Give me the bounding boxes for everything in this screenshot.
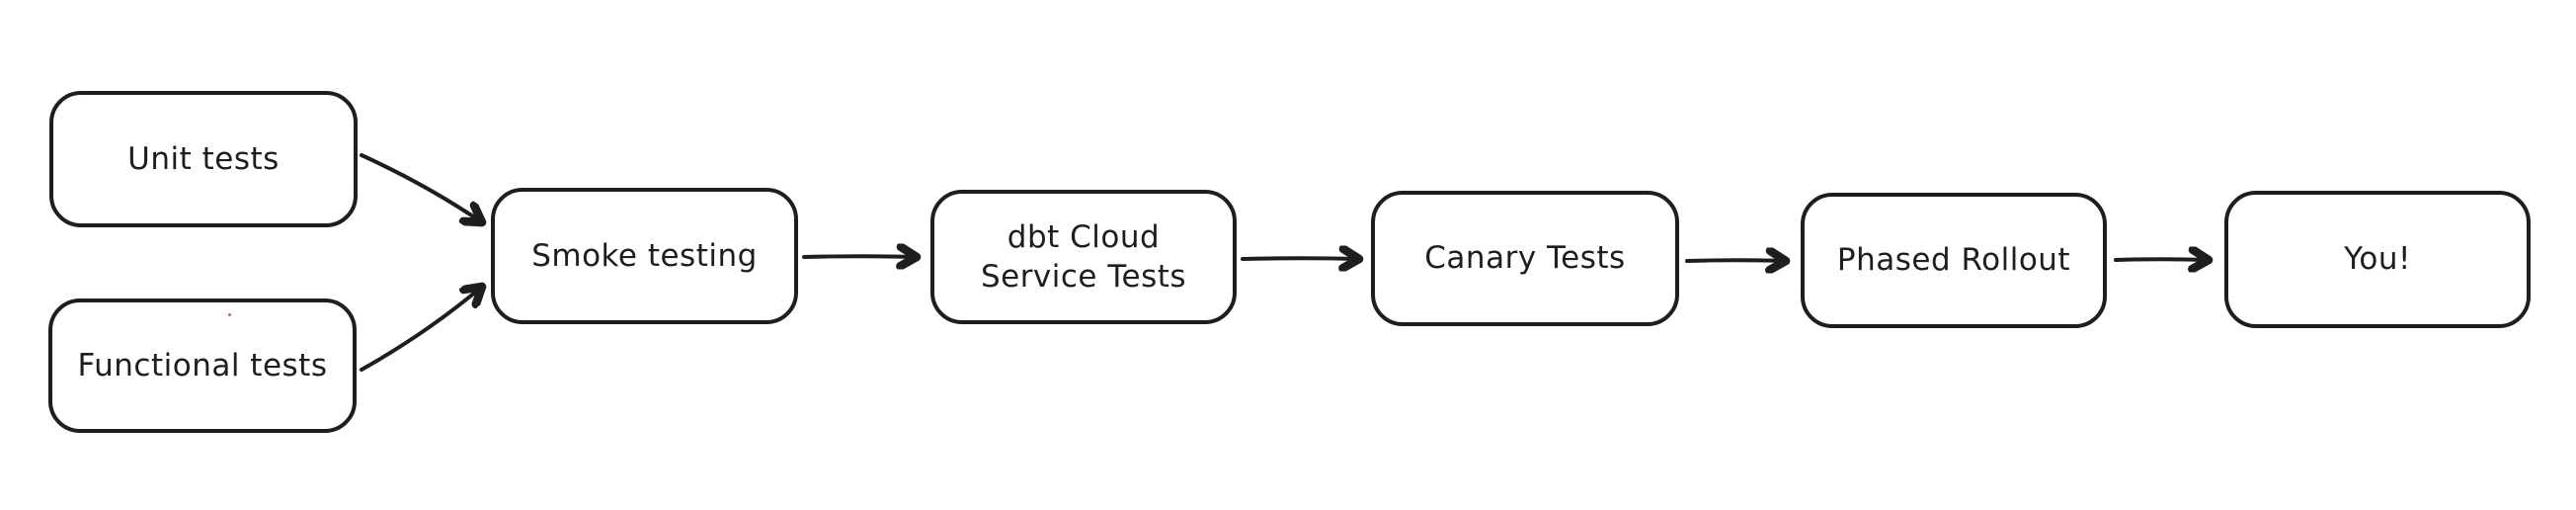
stray-red-dot-artifact <box>228 313 231 316</box>
node-phased-rollout: Phased Rollout <box>1801 193 2107 328</box>
arrow-functional-tests-to-smoke-testing <box>360 287 482 372</box>
node-smoke-testing-label: Smoke testing <box>531 237 758 274</box>
arrow-canary-tests-to-phased-rollout <box>1685 260 1786 261</box>
node-you: You! <box>2224 191 2531 328</box>
node-canary-tests: Canary Tests <box>1371 191 1679 326</box>
node-dbt-cloud-service-tests: dbt Cloud Service Tests <box>930 190 1237 324</box>
node-functional-tests-label: Functional tests <box>77 347 328 383</box>
arrow-phased-rollout-to-you <box>2114 259 2209 260</box>
node-canary-tests-label: Canary Tests <box>1424 240 1626 277</box>
arrow-smoke-testing-to-dbt-cloud-service-tests <box>802 256 917 257</box>
node-functional-tests: Functional tests <box>48 298 357 433</box>
arrow-unit-tests-to-smoke-testing <box>360 153 482 222</box>
node-you-label: You! <box>2344 241 2411 278</box>
node-smoke-testing: Smoke testing <box>491 188 798 324</box>
node-unit-tests-label: Unit tests <box>127 140 280 177</box>
node-dbt-cloud-service-tests-label: dbt Cloud Service Tests <box>980 218 1187 295</box>
node-phased-rollout-label: Phased Rollout <box>1836 242 2071 279</box>
node-unit-tests: Unit tests <box>49 91 358 227</box>
arrow-dbt-cloud-service-tests-to-canary-tests <box>1241 258 1359 259</box>
